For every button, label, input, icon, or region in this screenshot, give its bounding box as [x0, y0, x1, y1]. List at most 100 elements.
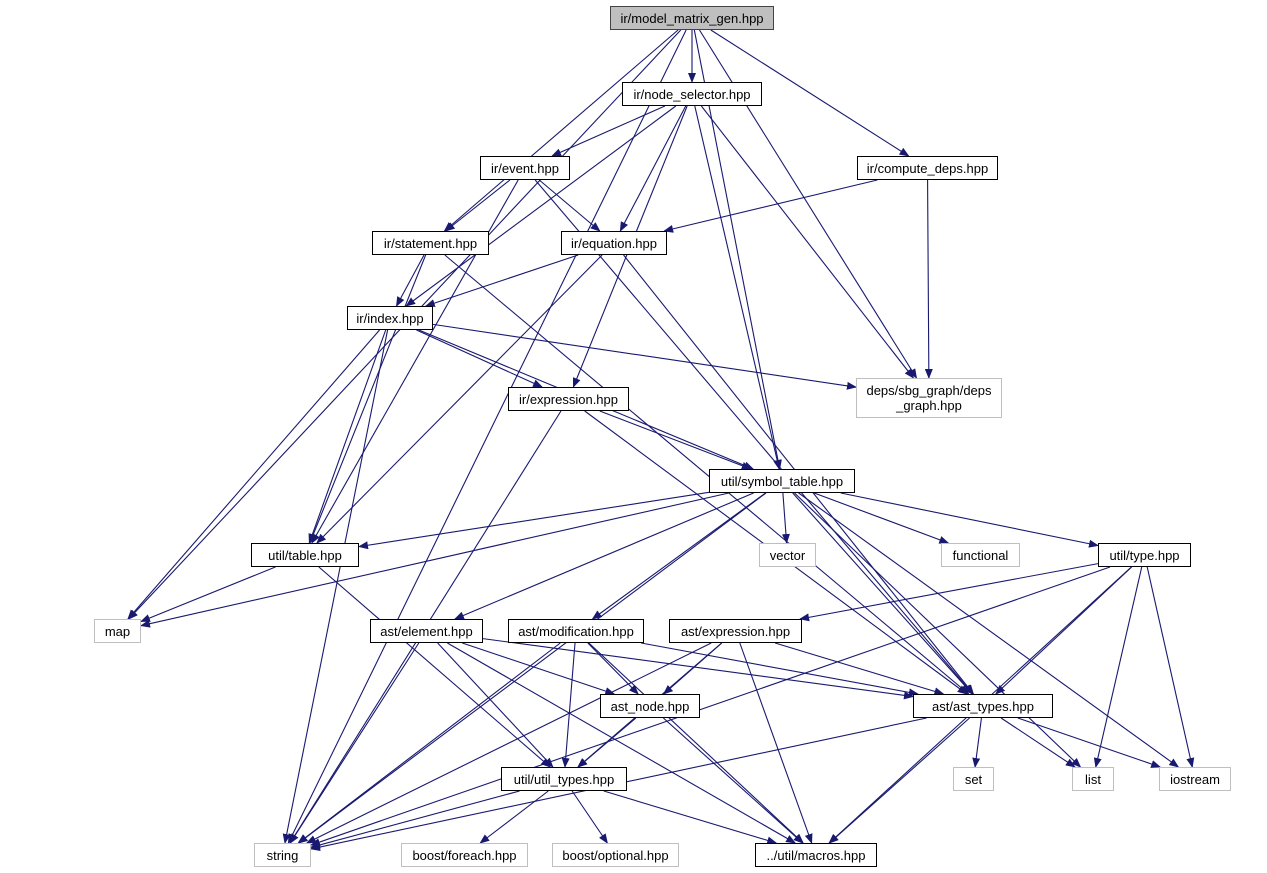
- node-ir-index[interactable]: ir/index.hpp: [347, 306, 433, 330]
- node-ir-statement[interactable]: ir/statement.hpp: [372, 231, 489, 255]
- node-util-util-types[interactable]: util/util_types.hpp: [501, 767, 627, 791]
- dependency-edges: [127, 29, 1195, 851]
- edge-node_selector-to-index: [405, 105, 677, 307]
- edge-ast_expression-to-macros: [739, 642, 813, 844]
- edge-modification-to-string: [297, 642, 561, 844]
- edge-node_selector-to-event: [551, 105, 666, 157]
- edge-type-to-iostream: [1146, 566, 1195, 768]
- edge-util_types-to-macros: [603, 790, 778, 845]
- node-label: set: [964, 771, 983, 787]
- node-ast-ast-types[interactable]: ast/ast_types.hpp: [913, 694, 1053, 718]
- node-string: string: [254, 843, 311, 867]
- edge-ast_node-to-macros: [663, 717, 804, 844]
- edge-statement-to-table: [309, 254, 427, 544]
- node-label: boost/foreach.hpp: [412, 847, 517, 863]
- edge-table-to-map: [140, 566, 276, 622]
- node-util-table[interactable]: util/table.hpp: [251, 543, 359, 567]
- edge-ast_types-to-macros: [828, 717, 970, 844]
- node-ast-modification[interactable]: ast/modification.hpp: [508, 619, 644, 643]
- edge-element-to-string: [289, 642, 420, 844]
- node-boost-foreach: boost/foreach.hpp: [401, 843, 528, 867]
- edge-element-to-ast_node: [462, 642, 616, 695]
- node-map: map: [94, 619, 141, 643]
- node-label: util/symbol_table.hpp: [720, 473, 844, 489]
- node-label: list: [1085, 771, 1101, 787]
- node-ir-model-matrix-gen[interactable]: ir/model_matrix_gen.hpp: [610, 6, 774, 30]
- edge-symbol_table-to-map: [140, 492, 729, 628]
- node-ir-event[interactable]: ir/event.hpp: [480, 156, 570, 180]
- node-label: util/table.hpp: [268, 547, 342, 563]
- node-label: ir/compute_deps.hpp: [866, 160, 989, 176]
- node-set: set: [953, 767, 994, 791]
- edge-ast_expression-to-ast_types: [774, 642, 945, 696]
- edge-root-to-compute_deps: [710, 29, 910, 157]
- node-ast-node[interactable]: ast_node.hpp: [600, 694, 700, 718]
- edge-node_selector-to-symbol_table: [694, 105, 782, 470]
- node-label: util/type.hpp: [1109, 547, 1180, 563]
- node-label: deps/sbg_graph/deps _graph.hpp: [866, 383, 992, 413]
- node-label: boost/optional.hpp: [562, 847, 669, 863]
- node-list: list: [1072, 767, 1114, 791]
- edge-index-to-table: [308, 329, 387, 544]
- node-label: ast_node.hpp: [610, 698, 690, 714]
- edge-table-to-util_types: [318, 566, 551, 768]
- node-functional: functional: [941, 543, 1020, 567]
- node-util-macros[interactable]: ../util/macros.hpp: [755, 843, 877, 867]
- edge-node_selector-to-deps_graph: [700, 105, 915, 379]
- node-label: ir/expression.hpp: [519, 391, 618, 407]
- node-label: ../util/macros.hpp: [766, 847, 866, 863]
- edge-symbol_table-to-element: [454, 492, 754, 620]
- node-iostream: iostream: [1159, 767, 1231, 791]
- node-ir-equation[interactable]: ir/equation.hpp: [561, 231, 667, 255]
- edge-symbol_table-to-vector: [781, 492, 790, 544]
- edge-expression-to-symbol_table: [599, 410, 752, 470]
- node-label: ir/statement.hpp: [383, 235, 478, 251]
- node-label: ir/equation.hpp: [570, 235, 657, 251]
- edge-type-to-ast_expression: [799, 563, 1099, 622]
- node-util-symbol-table[interactable]: util/symbol_table.hpp: [709, 469, 855, 493]
- node-ir-node-selector[interactable]: ir/node_selector.hpp: [622, 82, 762, 106]
- node-label: iostream: [1170, 771, 1220, 787]
- edge-symbol_table-to-ast_types: [792, 492, 973, 695]
- edge-ast_types-to-set: [972, 717, 982, 768]
- node-util-type[interactable]: util/type.hpp: [1098, 543, 1191, 567]
- edge-compute_deps-to-equation: [663, 179, 878, 233]
- edge-node_selector-to-equation: [619, 105, 687, 232]
- edge-event-to-equation: [538, 179, 601, 232]
- edge-element-to-macros: [447, 642, 797, 844]
- edge-event-to-statement: [444, 179, 511, 232]
- edge-ast_node-to-util_types: [577, 717, 637, 768]
- edge-modification-to-ast_types: [641, 642, 919, 697]
- edge-statement-to-ast_types: [444, 254, 970, 695]
- node-label: string: [266, 847, 299, 863]
- edge-element-to-ast_types: [482, 638, 914, 700]
- edge-modification-to-ast_node: [587, 642, 639, 695]
- node-ir-compute-deps[interactable]: ir/compute_deps.hpp: [857, 156, 998, 180]
- edge-root-to-string: [287, 29, 687, 844]
- edge-event-to-table: [311, 179, 519, 544]
- node-label: ast/ast_types.hpp: [932, 698, 1034, 714]
- node-ir-expression[interactable]: ir/expression.hpp: [508, 387, 629, 411]
- node-deps-graph: deps/sbg_graph/deps _graph.hpp: [856, 378, 1002, 418]
- node-label: util/util_types.hpp: [513, 771, 615, 787]
- edge-ast_types-to-iostream: [1017, 717, 1162, 768]
- node-boost-optional: boost/optional.hpp: [552, 843, 679, 867]
- edge-statement-to-index: [395, 254, 425, 307]
- edge-symbol_table-to-list: [794, 492, 1082, 768]
- edge-symbol_table-to-iostream: [798, 492, 1180, 768]
- node-label: ast/element.hpp: [380, 623, 473, 639]
- edge-compute_deps-to-deps_graph: [924, 179, 933, 379]
- node-label: ast/expression.hpp: [680, 623, 791, 639]
- edge-modification-to-util_types: [561, 642, 576, 768]
- node-label: functional: [952, 547, 1009, 563]
- node-ast-element[interactable]: ast/element.hpp: [370, 619, 483, 643]
- edge-symbol_table-to-functional: [813, 492, 950, 544]
- edge-index-to-map: [127, 329, 380, 620]
- node-label: ast/modification.hpp: [518, 623, 634, 639]
- edge-root-to-statement: [443, 29, 679, 232]
- node-ast-expression[interactable]: ast/expression.hpp: [669, 619, 802, 643]
- edge-symbol_table-to-table: [358, 491, 710, 550]
- edge-symbol_table-to-type: [840, 492, 1099, 548]
- edge-equation-to-table: [316, 254, 603, 544]
- edge-element-to-util_types: [437, 642, 554, 768]
